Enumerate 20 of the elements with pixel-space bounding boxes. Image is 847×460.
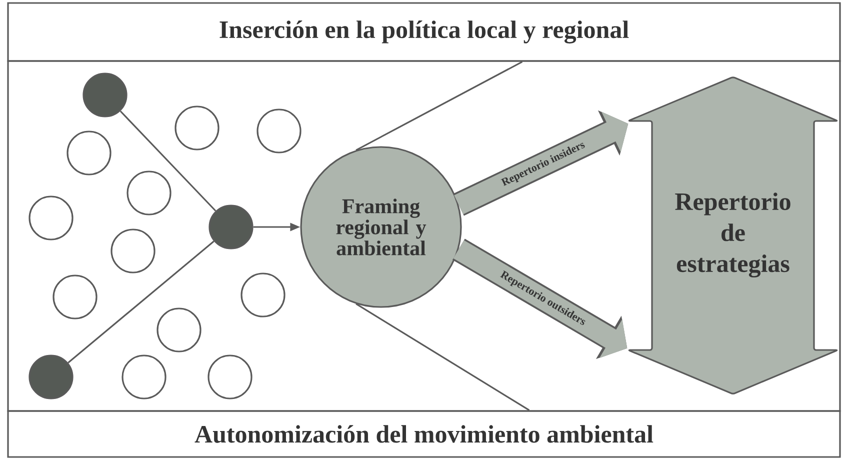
empty-circle bbox=[256, 108, 302, 154]
band: Autonomización del movimiento ambiental bbox=[7, 410, 841, 458]
empty-circle bbox=[240, 272, 286, 318]
empty-circle bbox=[52, 274, 98, 320]
empty-circle bbox=[122, 354, 166, 400]
line bbox=[120, 110, 216, 212]
filled-circle bbox=[82, 72, 128, 118]
band: Inserción en la política local y regional bbox=[7, 2, 841, 62]
empty-circle bbox=[208, 354, 252, 400]
filled-circle bbox=[208, 204, 254, 250]
empty-circle bbox=[110, 228, 156, 274]
filled-circle bbox=[28, 354, 74, 400]
empty-circle bbox=[66, 130, 112, 176]
line bbox=[68, 240, 214, 364]
empty-circle bbox=[28, 196, 74, 240]
line bbox=[356, 61, 523, 151]
empty-circle bbox=[126, 170, 172, 216]
empty-circle bbox=[156, 308, 202, 352]
line bbox=[356, 303, 530, 411]
empty-circle bbox=[174, 106, 220, 150]
